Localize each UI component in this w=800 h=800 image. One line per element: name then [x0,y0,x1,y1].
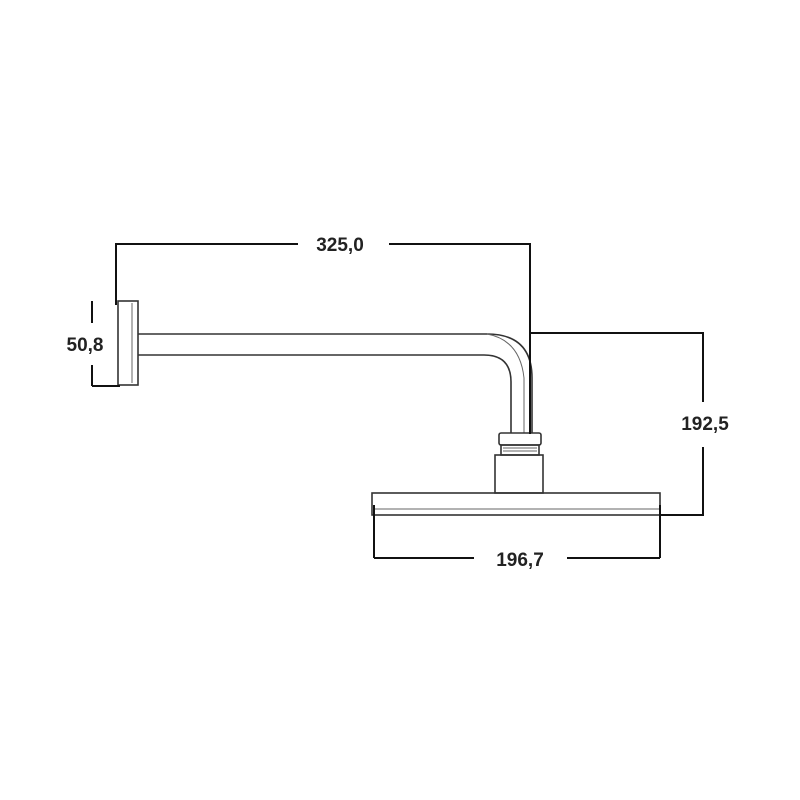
swivel-connector [494,432,544,494]
shower-arm [138,333,533,433]
wall-flange [117,300,139,386]
dimension-arm-length: 325,0 [115,235,531,434]
dimension-flange-diameter: 50,8 [67,301,120,387]
shower-head [371,492,661,516]
dimension-drop-height: 192,5 [530,332,729,516]
arm-length-label: 325,0 [316,235,364,256]
dimension-head-width: 196,7 [373,505,661,571]
head-width-label: 196,7 [496,550,544,571]
drop-height-label: 192,5 [681,414,729,435]
flange-diameter-label: 50,8 [67,335,104,356]
